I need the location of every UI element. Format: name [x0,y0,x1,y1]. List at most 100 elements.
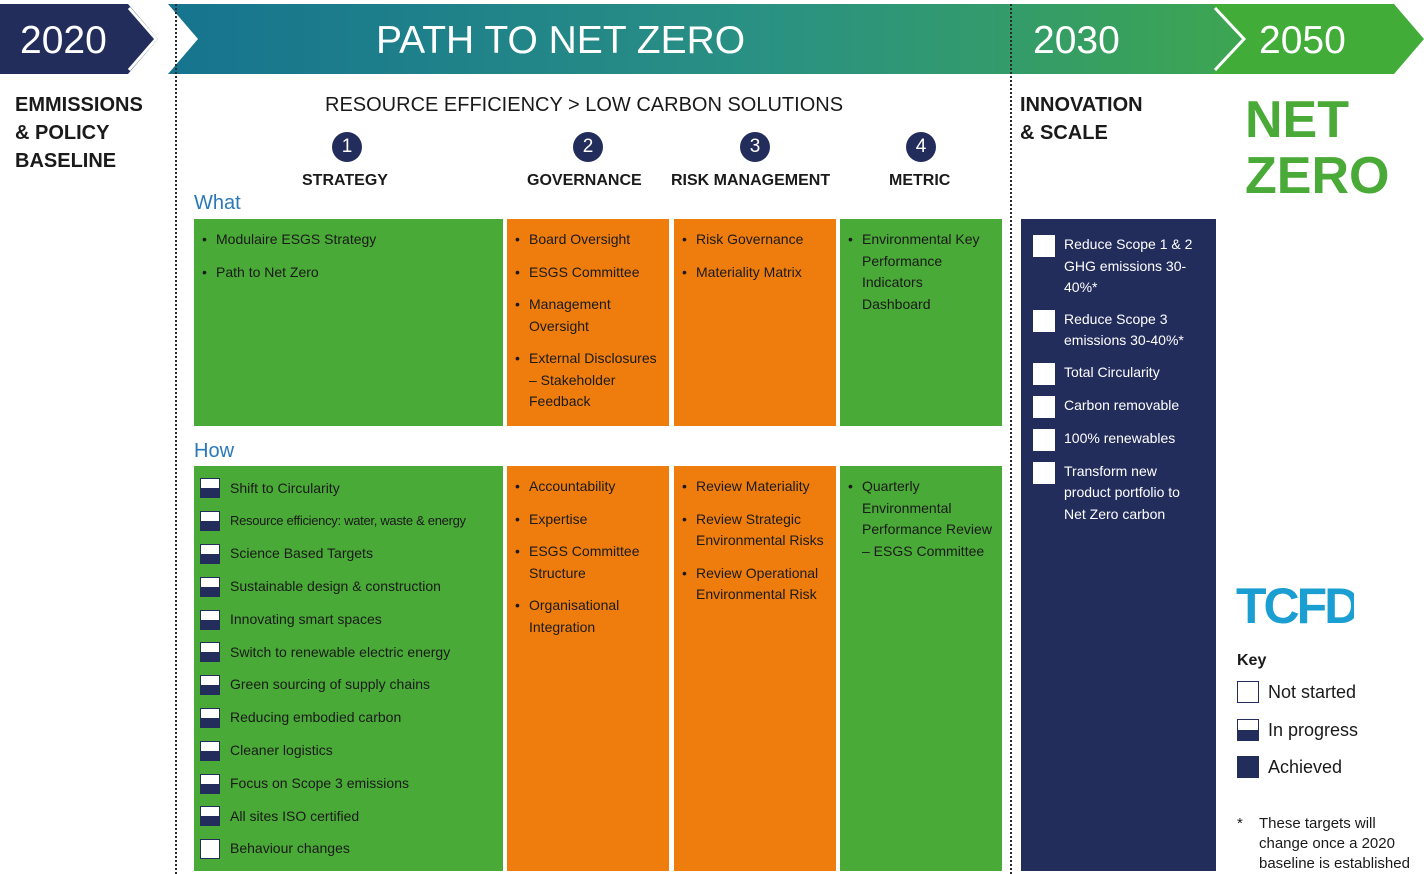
status-checkbox [200,806,220,827]
target-item-label: Reduce Scope 1 & 2 GHG emissions 30-40%* [1064,236,1193,295]
svg-text:TCFD: TCFD [1236,580,1354,630]
number-badge-strategy: 1 [332,132,362,162]
footnote: These targets will change once a 2020 ba… [1259,815,1410,872]
status-checkbox [200,511,220,532]
section-label-how: How [194,440,235,462]
section-label-what: What [194,192,241,214]
year-2050: 2050 [1259,19,1346,62]
status-checkbox [200,576,220,597]
divider-baseline [175,4,177,874]
status-checkbox [1033,235,1055,257]
target-item-label: Transform new product portfolio to Net Z… [1064,462,1180,522]
target-item-label: 100% renewables [1064,429,1176,446]
list-item: Quarterly Environmental Performance Revi… [848,476,994,562]
list-item: External Disclosures – Stakeholder Feedb… [515,348,661,413]
how-strategy-item: Shift to Circularity [200,472,497,505]
target-item: Total Circularity [1033,362,1204,385]
how-strategy-item-label: Sustainable design & construction [230,578,441,595]
year-2030: 2030 [1033,19,1120,62]
list-item: Expertise [515,509,661,531]
how-strategy-item: Behaviour changes [200,833,497,866]
status-checkbox [200,543,220,564]
innovation-label: INNOVATION & SCALE [1020,94,1143,144]
achieved-swatch [1237,756,1259,778]
how-governance-box: Accountability Expertise ESGS Committee … [507,466,669,871]
how-strategy-item-label: All sites ISO certified [230,807,360,824]
what-strategy-box: Modulaire ESGS Strategy Path to Net Zero [194,219,503,426]
how-risk-box: Review Materiality Review Strategic Envi… [674,466,836,871]
target-item: Reduce Scope 1 & 2 GHG emissions 30-40%* [1033,234,1204,299]
banner-title: PATH TO NET ZERO [376,19,746,62]
list-item: Review Strategic Environmental Risks [682,509,828,552]
target-item-label: Carbon removable [1064,396,1180,413]
status-checkbox [200,773,220,794]
how-strategy-item-label: Cleaner logistics [230,742,333,759]
how-strategy-item-label: Reducing embodied carbon [230,709,402,726]
how-strategy-item: Focus on Scope 3 emissions [200,767,497,800]
how-strategy-item: Sustainable design & construction [200,570,497,603]
status-checkbox [200,839,220,860]
how-strategy-item: Resource efficiency: water, waste & ener… [200,505,497,538]
divider-2030 [1010,4,1012,874]
baseline-label: EMMISSIONS & POLICY BASELINE [15,94,143,172]
how-strategy-item-label: Innovating smart spaces [230,610,382,627]
list-item: Risk Governance [682,229,828,251]
list-item: ESGS Committee [515,262,661,284]
key-not-started: Not started [1237,681,1356,703]
year-2020: 2020 [20,19,107,62]
list-item: Review Materiality [682,476,828,498]
list-item: Path to Net Zero [202,262,495,284]
how-strategy-item: Cleaner logistics [200,734,497,767]
list-item: Materiality Matrix [682,262,828,284]
how-strategy-item-label: Science Based Targets [230,545,373,562]
status-checkbox [200,642,220,663]
status-checkbox [200,675,220,696]
status-checkbox [200,740,220,761]
target-item: Carbon removable [1033,395,1204,418]
tcfd-logo: TCFD [1236,580,1354,630]
column-header-governance: GOVERNANCE [527,172,642,189]
target-item: 100% renewables [1033,428,1204,451]
subtitle: RESOURCE EFFICIENCY > LOW CARBON SOLUTIO… [325,94,844,116]
status-checkbox [1033,309,1055,332]
how-strategy-item-label: Shift to Circularity [230,479,340,496]
number-badge-risk: 3 [740,132,770,162]
column-header-risk: RISK MANAGEMENT [671,172,831,189]
target-item: Transform new product portfolio to Net Z… [1033,461,1204,526]
not-started-swatch [1237,681,1259,703]
net-zero-label: NET ZERO [1245,91,1390,205]
target-item-label: Reduce Scope 3 emissions 30-40%* [1064,310,1184,349]
how-strategy-item-label: Behaviour changes [230,840,350,857]
list-item: Accountability [515,476,661,498]
status-checkbox [200,707,220,728]
how-strategy-item: Science Based Targets [200,538,497,571]
key-title: Key [1237,652,1267,669]
what-metric-box: Environmental Key Performance Indicators… [840,219,1002,426]
how-strategy-item: All sites ISO certified [200,800,497,833]
how-strategy-item-label: Switch to renewable electric energy [230,643,451,660]
how-strategy-item: Reducing embodied carbon [200,702,497,735]
targets-list: Reduce Scope 1 & 2 GHG emissions 30-40%*… [1033,234,1204,525]
list-item: Management Oversight [515,294,661,337]
list-item: Environmental Key Performance Indicators… [848,229,994,315]
footnote-star: * [1237,815,1243,832]
key-in-progress: In progress [1237,719,1358,741]
status-checkbox [1033,461,1055,484]
list-item: Review Operational Environmental Risk [682,563,828,606]
status-checkbox [1033,362,1055,385]
what-governance-box: Board Oversight ESGS Committee Managemen… [507,219,669,426]
key-achieved: Achieved [1237,756,1342,778]
how-strategy-item-label: Green sourcing of supply chains [230,676,430,693]
how-strategy-item-label: Focus on Scope 3 emissions [230,774,409,791]
list-item: ESGS Committee Structure [515,541,661,584]
column-header-strategy: STRATEGY [302,172,388,189]
list-item: Organisational Integration [515,595,661,638]
targets-box: Reduce Scope 1 & 2 GHG emissions 30-40%*… [1021,219,1216,871]
status-checkbox [1033,428,1055,451]
target-item-label: Total Circularity [1064,363,1160,380]
column-header-metric: METRIC [889,172,951,189]
status-checkbox [200,478,220,499]
what-risk-box: Risk Governance Materiality Matrix [674,219,836,426]
